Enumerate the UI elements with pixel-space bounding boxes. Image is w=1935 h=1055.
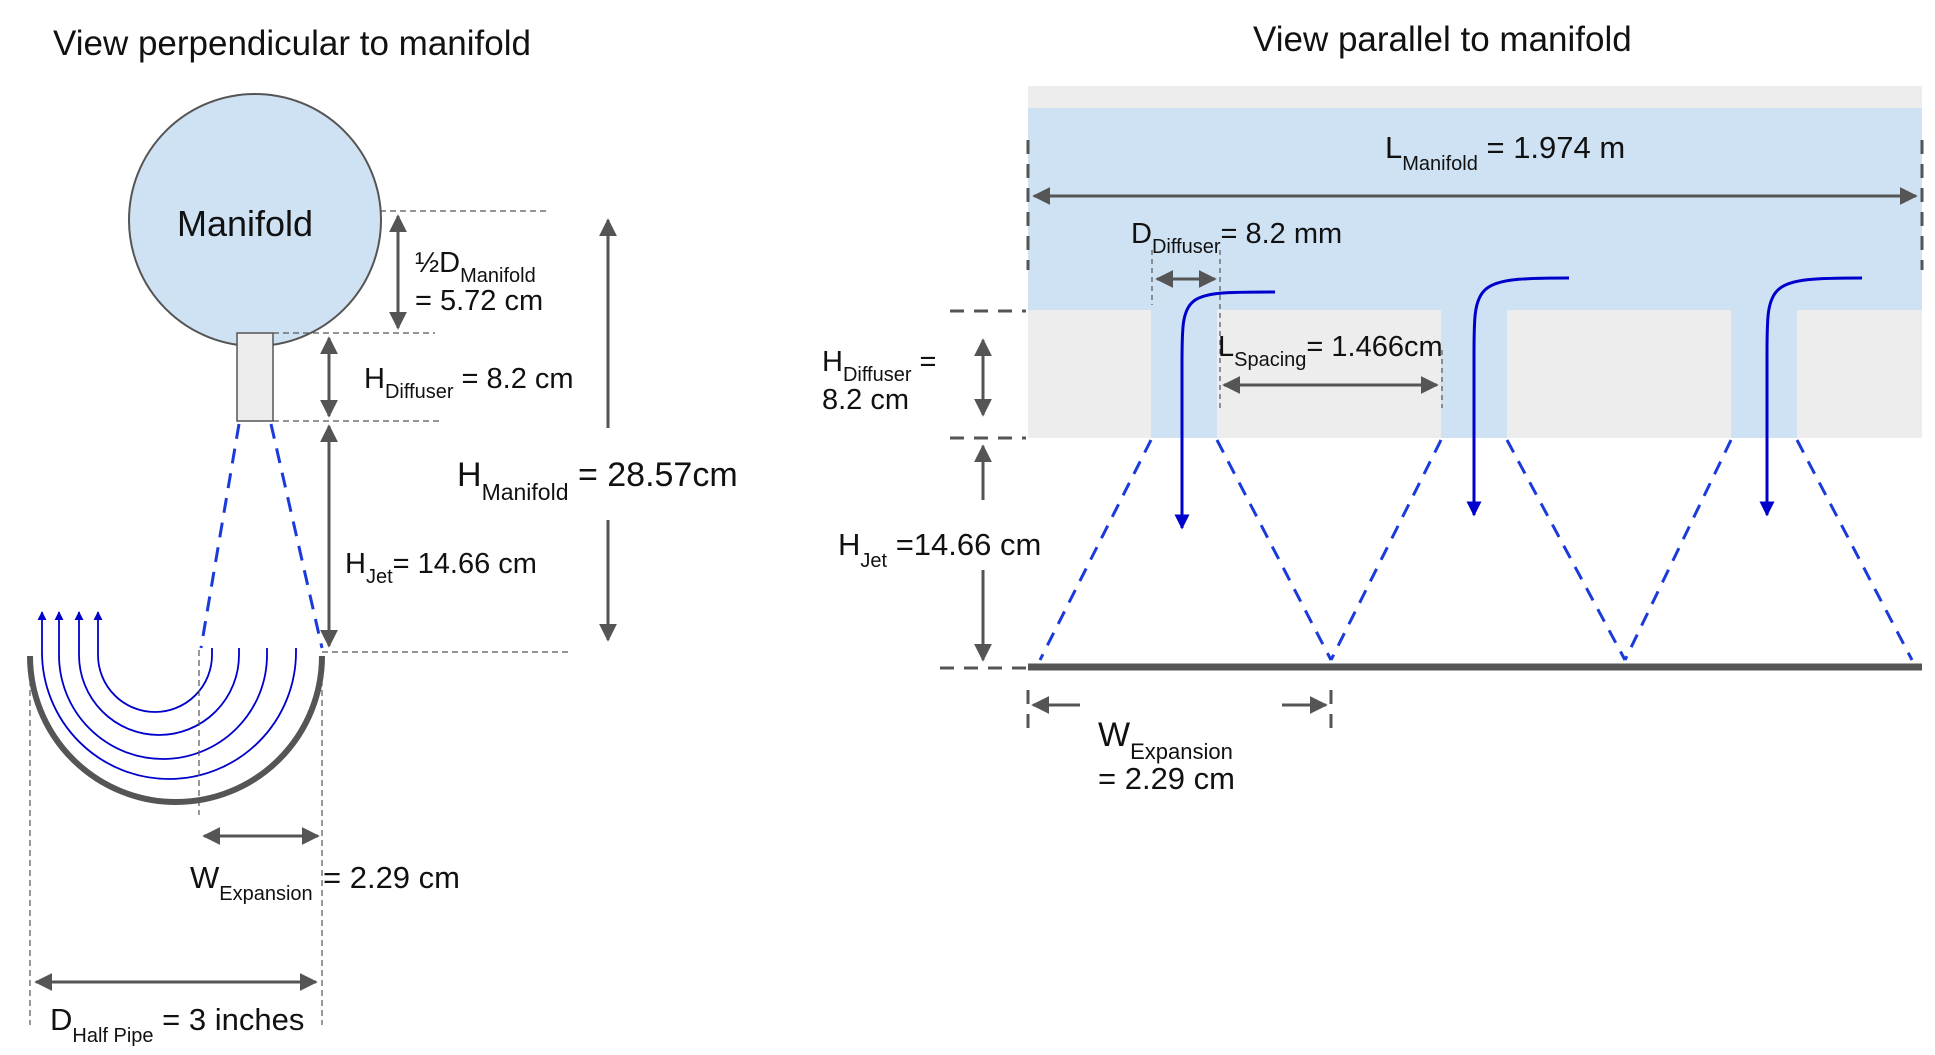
flow-line-1 <box>37 611 297 780</box>
right-reference-lines-thin <box>1151 250 1443 410</box>
d-diffuser-label: DDiffuser= 8.2 mm <box>1131 218 1342 258</box>
h-manifold-label: HManifold = 28.57cm <box>457 456 738 505</box>
half-d-label: ½DManifold <box>415 247 536 287</box>
left-dimension-arrows <box>34 214 617 991</box>
flow-line-3 <box>74 611 240 736</box>
h-jet-label: HJet= 14.66 cm <box>345 548 537 588</box>
l-spacing-label: LSpacing= 1.466cm <box>1218 331 1443 371</box>
jet-dash-right <box>269 423 324 649</box>
flow-line-4 <box>93 611 213 713</box>
jet-dash-left <box>199 423 241 649</box>
flow-line-2 <box>54 611 268 760</box>
h-jet-right-label: HJet =14.66 cm <box>838 527 1041 572</box>
diffuser-rect <box>236 332 274 422</box>
left-view: View perpendicular to manifold Manifold <box>27 24 738 1047</box>
right-dimension-arrows <box>974 187 1918 714</box>
left-reference-lines <box>29 210 570 1025</box>
w-expansion-label: WExpansion <box>190 860 313 905</box>
left-title: View perpendicular to manifold <box>53 24 531 63</box>
jet-dashes <box>1038 439 1914 661</box>
half-d-value: = 5.72 cm <box>415 285 543 317</box>
diffuser-channel-3 <box>1731 310 1797 438</box>
flow-lines <box>37 611 297 780</box>
right-view: View parallel to manifold <box>822 20 1924 796</box>
flow-arrow-3 <box>1759 276 1863 517</box>
flow-arrow-1 <box>1174 290 1276 530</box>
flow-arrow-2 <box>1466 276 1570 517</box>
l-manifold-label: LManifold = 1.974 m <box>1385 130 1625 175</box>
half-pipe <box>27 655 325 805</box>
top-gray-strip <box>1028 86 1922 108</box>
right-flow-arrows <box>1174 276 1863 530</box>
manifold-label: Manifold <box>177 203 313 244</box>
h-diffuser-label: HDiffuser = 8.2 cm <box>364 363 574 403</box>
right-reference-lines-bold <box>940 140 1924 735</box>
w-expansion-right-label: WExpansion <box>1098 716 1233 764</box>
right-title: View parallel to manifold <box>1253 20 1632 59</box>
w-expansion-right-value: = 2.29 cm <box>1098 761 1235 796</box>
d-half-pipe-label: DHalf Pipe = 3 inches <box>50 1002 304 1047</box>
h-diffuser-right-value: 8.2 cm <box>822 384 909 416</box>
h-diffuser-right-label: HDiffuser = <box>822 346 937 386</box>
w-expansion-value: = 2.29 cm <box>323 860 460 895</box>
